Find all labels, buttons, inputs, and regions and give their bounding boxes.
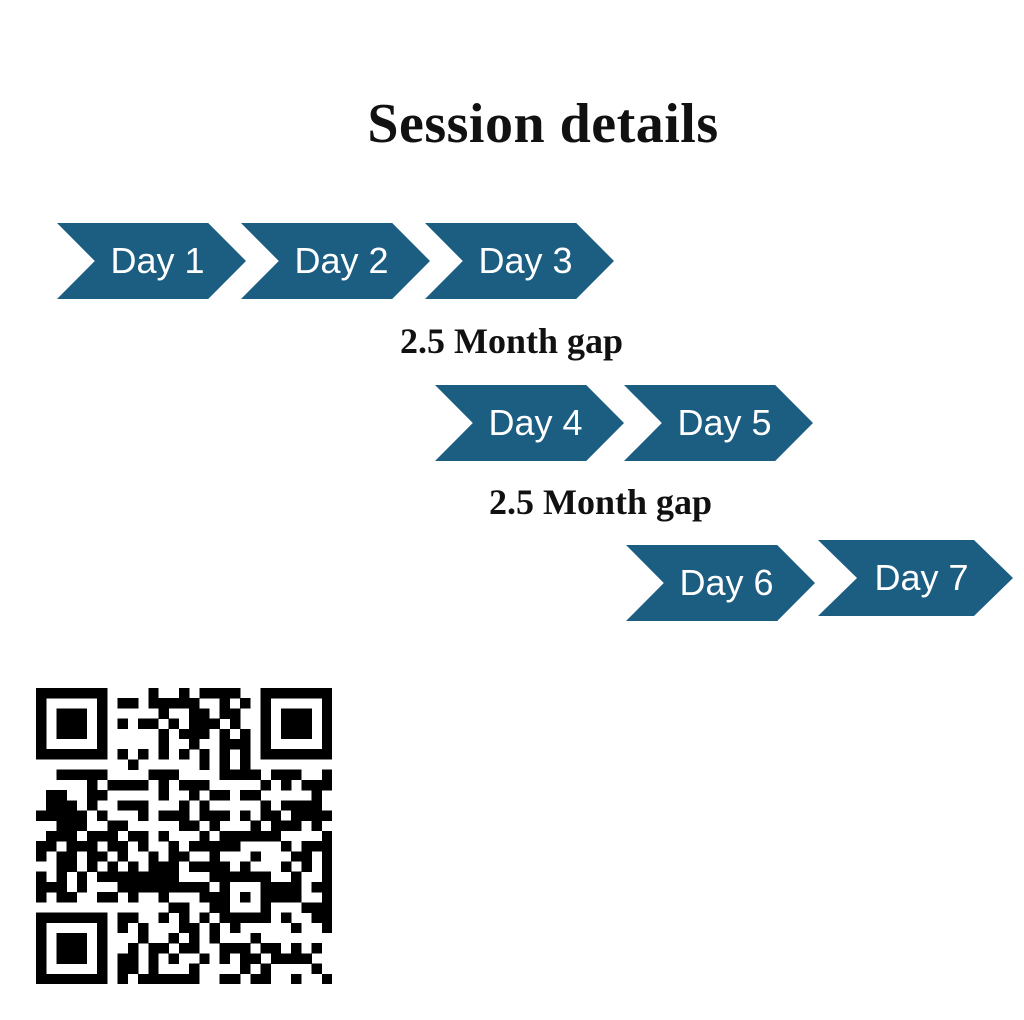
day-2-label: Day 2 xyxy=(294,240,389,281)
day-7-label: Day 7 xyxy=(874,557,969,598)
day-7-chevron: Day 7 xyxy=(818,540,1013,616)
day-2-chevron: Day 2 xyxy=(241,223,430,299)
day-4-label: Day 4 xyxy=(488,402,583,443)
day-1-chevron: Day 1 xyxy=(57,223,246,299)
day-4-chevron: Day 4 xyxy=(435,385,624,461)
day-3-label: Day 3 xyxy=(478,240,573,281)
day-1-label: Day 1 xyxy=(110,240,205,281)
day-6-label: Day 6 xyxy=(679,562,774,603)
gap-label-2: 2.5 Month gap xyxy=(489,482,713,522)
page-title: Session details xyxy=(367,93,719,155)
day-5-label: Day 5 xyxy=(677,402,772,443)
day-3-chevron: Day 3 xyxy=(425,223,614,299)
gap-label-1: 2.5 Month gap xyxy=(400,321,624,361)
day-6-chevron: Day 6 xyxy=(626,545,815,621)
day-5-chevron: Day 5 xyxy=(624,385,813,461)
qr-code-icon xyxy=(36,688,332,984)
